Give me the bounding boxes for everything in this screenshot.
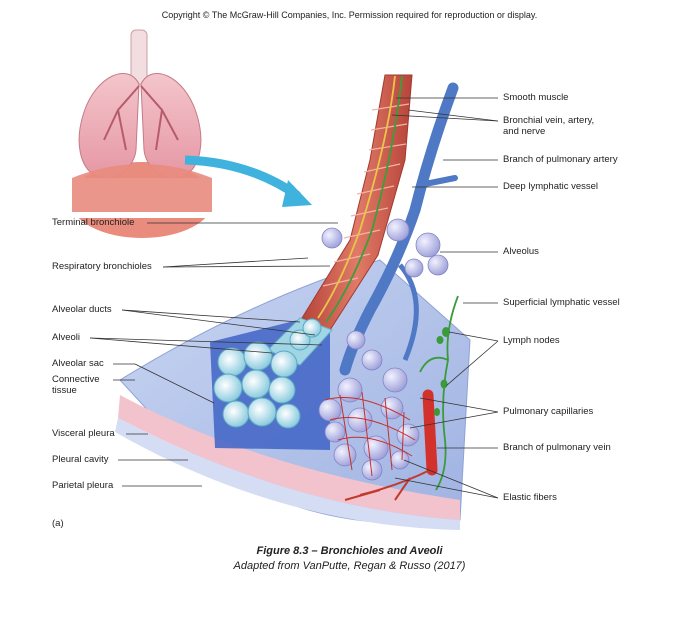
vein-trunk xyxy=(422,389,438,476)
artery-branch-2 xyxy=(398,263,419,361)
label-superficial-lymphatic: Superficial lymphatic vessel xyxy=(503,297,620,308)
label-terminal-bronchiole: Terminal bronchiole xyxy=(52,217,135,228)
zoom-arrowhead xyxy=(282,180,312,207)
nerve xyxy=(317,75,396,319)
copyright-notice: Copyright © The McGraw-Hill Companies, I… xyxy=(161,10,538,20)
left-lung xyxy=(78,73,140,179)
diaphragm-top xyxy=(72,164,212,212)
caption-source: Adapted from VanPutte, Regan & Russo (20… xyxy=(233,560,466,572)
vein-branches xyxy=(344,469,431,501)
label-connective-tissue-line1: Connective xyxy=(52,374,100,385)
label-bronchial-line1: Bronchial vein, artery, xyxy=(503,115,595,126)
lungs-inset xyxy=(60,29,312,238)
label-pulmonary-capillaries: Pulmonary capillaries xyxy=(503,406,594,417)
label-elastic-fibers: Elastic fibers xyxy=(503,492,557,503)
label-deep-lymphatic: Deep lymphatic vessel xyxy=(503,181,599,192)
label-alveolar-sac: Alveolar sac xyxy=(52,358,104,369)
label-parietal-pleura: Parietal pleura xyxy=(52,480,114,491)
label-pleural-cavity: Pleural cavity xyxy=(52,454,109,465)
pulmonary-capillaries-net xyxy=(324,391,416,477)
leader-lines xyxy=(89,97,499,499)
label-alveolus: Alveolus xyxy=(503,246,539,257)
panel-letter: (a) xyxy=(52,518,64,529)
label-pulmonary-vein: Branch of pulmonary vein xyxy=(503,442,611,453)
bronchial-tree xyxy=(103,85,179,151)
label-lymph-nodes: Lymph nodes xyxy=(503,335,560,346)
label-alveolar-ducts: Alveolar ducts xyxy=(52,304,112,315)
label-visceral-pleura: Visceral pleura xyxy=(52,428,115,439)
superficial-lymphatic xyxy=(419,295,459,491)
label-smooth-muscle: Smooth muscle xyxy=(503,92,569,103)
label-bronchial-line2: and nerve xyxy=(503,126,546,137)
lymph-node-dots xyxy=(434,327,450,416)
pleural-cavity-band xyxy=(118,395,460,520)
caption-title: Figure 8.3 – Bronchioles and Aveoli xyxy=(256,545,443,557)
bronchial-vessel-green xyxy=(325,75,403,323)
label-respiratory-bronchioles: Respiratory bronchioles xyxy=(52,261,152,272)
label-pulmonary-artery: Branch of pulmonary artery xyxy=(503,154,618,165)
pulmonary-vein xyxy=(344,389,438,501)
parietal-band xyxy=(115,418,460,530)
artery-branch xyxy=(417,175,458,188)
muscle-bands xyxy=(322,103,410,287)
figure-caption: Figure 8.3 – Bronchioles and Aveoli Adap… xyxy=(0,544,699,574)
alveolar-sac xyxy=(213,318,322,429)
label-alveoli: Alveoli xyxy=(52,332,80,343)
label-connective-tissue-line2: tissue xyxy=(52,385,77,396)
